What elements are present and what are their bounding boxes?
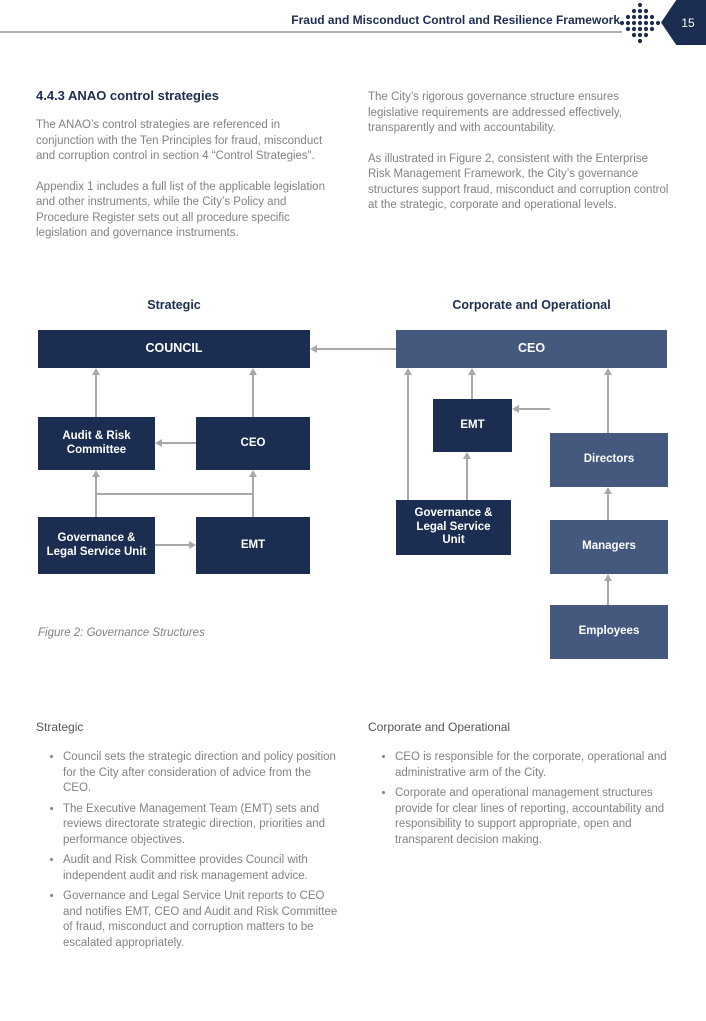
arrow-directors-to-emt [512, 405, 550, 413]
list-item: Audit and Risk Committee provides Counci… [63, 853, 338, 884]
page-number: 15 [681, 15, 695, 30]
intro-right-column: The City’s rigorous governance structure… [368, 90, 670, 229]
paragraph: The City’s rigorous governance structure… [368, 91, 622, 134]
arrow-managers-to-directors [604, 487, 612, 520]
bottom-strategic-column: Strategic Council sets the strategic dir… [36, 720, 338, 956]
connector-line-horizontal [95, 493, 254, 495]
diagram-box-audit-risk-committee: Audit & Risk Committee [38, 417, 155, 470]
bottom-corporate-column: Corporate and Operational CEO is respons… [368, 720, 670, 853]
arrow-connector-up-auditrisk [92, 470, 100, 517]
bottom-corporate-heading: Corporate and Operational [368, 720, 511, 734]
arrow-ceo-to-council [249, 368, 257, 417]
list-item: The Executive Management Team (EMT) sets… [63, 802, 338, 849]
diagram-box-governance-legal-corporate: Governance & Legal Service Unit [396, 500, 511, 555]
list-item: Governance and Legal Service Unit report… [63, 889, 338, 951]
bottom-strategic-heading: Strategic [36, 720, 84, 734]
arrow-govlegal-to-emt-corporate [463, 452, 471, 500]
diagram-box-emt-corporate: EMT [433, 399, 512, 452]
section-heading: 4.4.3 ANAO control strategies [36, 88, 220, 103]
header-rule [0, 31, 622, 33]
diagram-box-ceo-corporate: CEO [396, 330, 667, 368]
diagram-heading-corporate: Corporate and Operational [452, 298, 611, 312]
arrow-ceo-to-council-cross [310, 345, 396, 353]
bottom-strategic-list: Council sets the strategic direction and… [36, 750, 338, 951]
diagram-box-governance-legal-strategic: Governance & Legal Service Unit [38, 517, 155, 574]
dots-pattern-icon [619, 2, 661, 44]
intro-left-column: The ANAO’s control strategies are refere… [36, 118, 332, 257]
diagram-box-ceo-strategic: CEO [196, 417, 310, 470]
paragraph: Appendix 1 includes a full list of the a… [36, 180, 325, 240]
paragraph: The ANAO’s control strategies are refere… [36, 119, 323, 162]
arrow-govlegal-to-emt [155, 541, 196, 549]
arrow-directors-to-ceo [604, 368, 612, 433]
diagram-box-managers: Managers [550, 520, 668, 574]
diagram-box-emt-strategic: EMT [196, 517, 310, 574]
bottom-corporate-list: CEO is responsible for the corporate, op… [368, 750, 670, 848]
list-item: CEO is responsible for the corporate, op… [395, 750, 670, 781]
arrow-govlegal-to-ceo [404, 368, 412, 500]
paragraph: As illustrated in Figure 2, consistent w… [368, 152, 669, 212]
header-title: Fraud and Misconduct Control and Resilie… [291, 13, 620, 27]
arrow-ceo-to-auditrisk [155, 439, 196, 447]
list-item: Corporate and operational management str… [395, 786, 670, 848]
diagram-box-employees: Employees [550, 605, 668, 659]
arrow-emt-to-ceo [468, 368, 476, 399]
list-item: Council sets the strategic direction and… [63, 750, 338, 797]
diagram-heading-strategic: Strategic [147, 298, 201, 312]
arrow-auditrisk-to-council [92, 368, 100, 417]
arrow-connector-up-ceo [249, 470, 257, 517]
arrow-employees-to-managers [604, 574, 612, 605]
diagram-box-council: COUNCIL [38, 330, 310, 368]
page-number-badge: 15 [661, 0, 706, 45]
diagram-box-directors: Directors [550, 433, 668, 487]
figure-caption: Figure 2: Governance Structures [38, 627, 205, 639]
